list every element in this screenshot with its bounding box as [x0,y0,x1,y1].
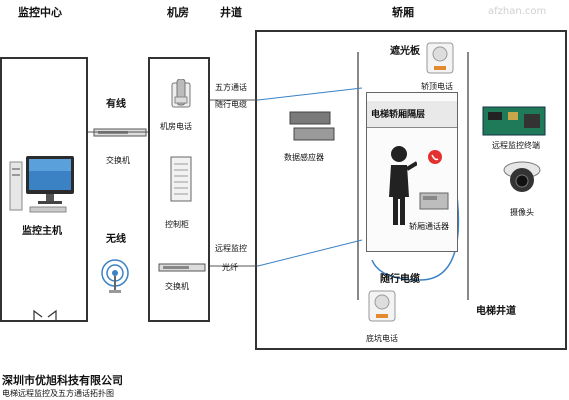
switch-label: 交换机 [106,156,130,165]
camera-label: 摄像头 [510,208,534,217]
call-button-icon [428,150,442,164]
header-car: 轿厢 [392,6,414,19]
car-trailing-cable-label: 随行电缆 [380,274,420,285]
remote-monitor-label: 远程监控 [215,244,247,253]
fiber-label: 光纤 [222,263,238,272]
diagram-caption: 电梯远程监控及五方通话拓扑图 [2,389,114,398]
sensor-icon [289,111,335,141]
watermark: afzhan.com [488,6,547,17]
control-cabinet-icon [170,156,192,202]
remote-terminal-icon [482,106,546,136]
computer-icon [9,156,74,213]
switch-icon [158,263,206,272]
light-board-label: 遮光板 [390,46,420,57]
monitor-center-panel: 监控主机 [0,57,88,322]
pit-phone-label: 底坑电话 [366,334,398,343]
sensor-label: 数据感应器 [284,153,324,162]
header-monitor-center: 监控中心 [18,6,62,19]
elevator-car: 电梯轿厢隔层 轿厢通话器 [366,92,458,252]
partition-band [367,101,457,128]
machine-room-panel: 机房电话 控制柜 交换机 [148,57,210,322]
pit-phone-icon [368,290,396,322]
partition-label: 电梯轿厢隔层 [371,110,426,120]
company-name: 深圳市优旭科技有限公司 [2,374,123,387]
car-intercom-label: 轿厢通话器 [409,222,449,231]
machine-phone-label: 机房电话 [160,122,192,131]
wireless-label: 无线 [106,234,126,245]
phone-icon [171,79,191,108]
header-machine-room: 机房 [167,6,189,19]
monitor-host-label: 监控主机 [22,226,62,237]
top-phone-label: 轿顶电话 [421,82,453,91]
header-shaft: 井道 [220,6,242,19]
person-icon [389,146,417,225]
shaft-label: 电梯井道 [476,306,516,317]
trailing-cable-label: 随行电缆 [215,100,247,109]
five-way-label: 五方通话 [215,83,247,92]
door-icon [33,309,57,320]
cabinet-label: 控制柜 [165,220,189,229]
wired-label: 有线 [106,99,126,110]
machine-switch-label: 交换机 [165,282,189,291]
top-phone-icon [426,42,454,74]
camera-icon [503,161,541,192]
wifi-icon [101,259,129,293]
remote-terminal-label: 远程监控终端 [492,141,540,150]
intercom-icon [419,192,449,210]
